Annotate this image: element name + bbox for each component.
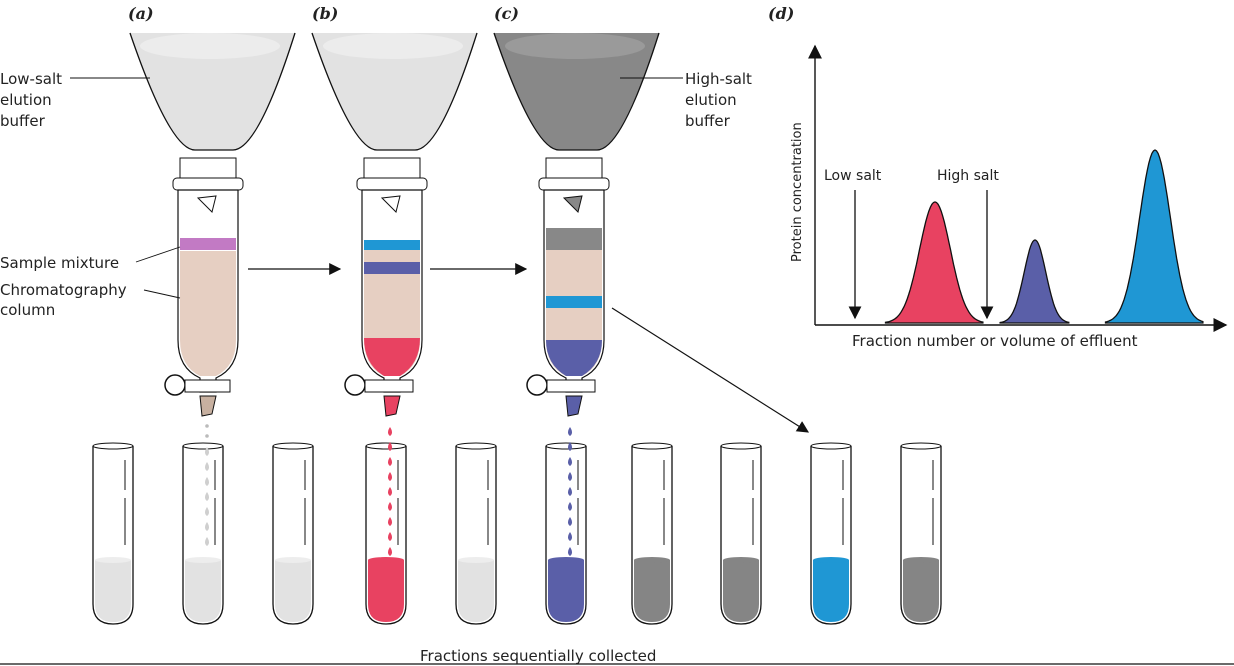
sample-mixture-label: Sample mixture (0, 254, 119, 272)
test-tubes (92, 442, 942, 625)
droplet (205, 447, 209, 456)
droplet (388, 502, 392, 511)
droplet (568, 487, 572, 496)
droplet (205, 462, 209, 471)
y-axis-label: Protein concentration (790, 122, 805, 262)
droplet (568, 472, 572, 481)
chromatography-column-label: Chromatography column (0, 281, 131, 319)
droplet (568, 532, 572, 541)
test-tube-9 (810, 442, 852, 625)
droplet (568, 442, 572, 451)
test-tube-6 (545, 442, 587, 625)
x-axis-label: Fraction number or volume of effluent (852, 332, 1138, 350)
droplet (388, 532, 392, 541)
low-salt-buffer-label: Low-salt elution buffer (0, 70, 67, 130)
test-tube-4 (365, 442, 407, 625)
droplet (205, 537, 209, 546)
test-tube-2 (182, 442, 224, 625)
low-salt-marker-label: Low salt (824, 168, 882, 184)
droplet (205, 492, 209, 501)
panel-label-b: (b) (312, 4, 338, 23)
panel-label-d: (d) (768, 4, 794, 23)
droplet (388, 472, 392, 481)
droplet (388, 427, 392, 436)
droplet (205, 477, 209, 486)
test-tube-10 (900, 442, 942, 625)
markers-group (848, 190, 994, 320)
column-c (493, 32, 660, 417)
droplet (568, 427, 572, 436)
droplet (568, 547, 572, 556)
droplet (205, 507, 209, 516)
droplet (388, 457, 392, 466)
test-tube-1 (92, 442, 134, 625)
droplet (388, 517, 392, 526)
column-a (129, 32, 296, 438)
droplet (388, 487, 392, 496)
droplet (388, 442, 392, 451)
high-salt-buffer-label: High-salt elution buffer (685, 70, 757, 130)
elution-profile-chart: Protein concentration Fraction number or… (790, 44, 1228, 350)
test-tube-3 (272, 442, 314, 625)
column-b (311, 32, 478, 417)
test-tube-5 (455, 442, 497, 625)
high-salt-marker-label: High salt (937, 168, 999, 184)
elution-peak-3 (1104, 149, 1204, 324)
droplet (205, 522, 209, 531)
elution-peak-1 (884, 201, 984, 324)
droplet (568, 457, 572, 466)
arrow-c-to-tube (611, 307, 810, 433)
test-tube-8 (720, 442, 762, 625)
fractions-caption: Fractions sequentially collected (420, 647, 656, 665)
droplets (205, 427, 572, 556)
panel-label-a: (a) (128, 4, 154, 23)
droplet (568, 502, 572, 511)
test-tube-7 (631, 442, 673, 625)
elution-peak-2 (999, 239, 1070, 324)
droplet (388, 547, 392, 556)
droplet (568, 517, 572, 526)
panel-label-c: (c) (494, 4, 519, 23)
peaks-group (884, 149, 1204, 324)
